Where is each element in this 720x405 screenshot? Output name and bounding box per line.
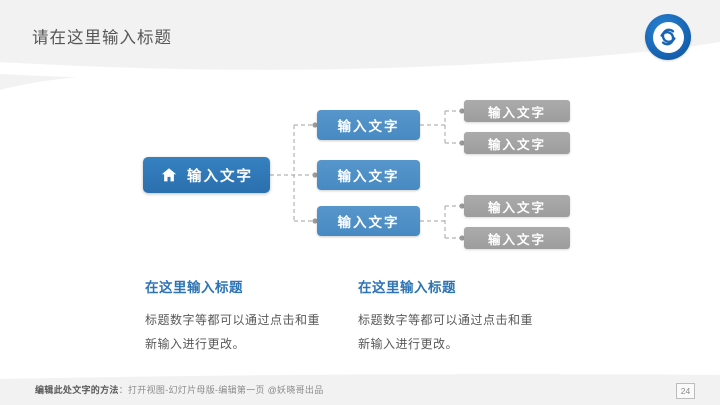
text-block-body: 标题数字等都可以通过点击和重新输入进行更改。 — [145, 313, 321, 351]
text-block-body: 标题数字等都可以通过点击和重新输入进行更改。 — [358, 313, 534, 351]
node-label: 输入文字 — [487, 137, 546, 152]
diagram-branch-node[interactable]: 输入文字 — [317, 110, 420, 140]
node-label: 输入文字 — [337, 169, 400, 184]
home-icon — [161, 168, 177, 182]
diagram-branch-node[interactable]: 输入文字 — [317, 160, 420, 190]
text-block-left[interactable]: 在这里输入标题 标题数字等都可以通过点击和重新输入进行更改。 — [145, 276, 345, 356]
text-block-heading: 在这里输入标题 — [145, 280, 243, 295]
page-title[interactable]: 请在这里输入标题 — [32, 29, 172, 47]
diagram-branch-node[interactable]: 输入文字 — [317, 206, 420, 236]
header-band — [0, 0, 720, 90]
page-number: 24 — [676, 383, 695, 399]
node-label: 输入文字 — [337, 215, 400, 230]
node-label: 输入文字 — [487, 200, 546, 215]
text-block-heading: 在这里输入标题 — [358, 280, 456, 295]
diagram-leaf-node[interactable]: 输入文字 — [464, 100, 570, 122]
node-label: 输入文字 — [337, 119, 400, 134]
node-label: 输入文字 — [487, 105, 546, 120]
diagram-leaf-node[interactable]: 输入文字 — [464, 195, 570, 217]
footer-band — [0, 374, 720, 405]
logo-swirl-icon — [660, 28, 676, 46]
footer-credit-label: 编辑此处文字的方法 — [35, 385, 119, 395]
node-label: 输入文字 — [487, 232, 546, 247]
footer-credit: 编辑此处文字的方法：打开视图-幻灯片母版-编辑第一页 @妖晓哥出品 — [35, 383, 324, 396]
footer-credit-rest: ：打开视图-幻灯片母版-编辑第一页 @妖晓哥出品 — [118, 385, 324, 395]
logo-inner-circle — [652, 21, 684, 53]
diagram-leaf-node[interactable]: 输入文字 — [464, 227, 570, 249]
node-label: 输入文字 — [187, 168, 253, 185]
text-block-right[interactable]: 在这里输入标题 标题数字等都可以通过点击和重新输入进行更改。 — [358, 276, 558, 356]
diagram-leaf-node[interactable]: 输入文字 — [464, 132, 570, 154]
school-badge-icon — [645, 14, 691, 60]
diagram-root-node[interactable]: 输入文字 — [143, 157, 270, 193]
